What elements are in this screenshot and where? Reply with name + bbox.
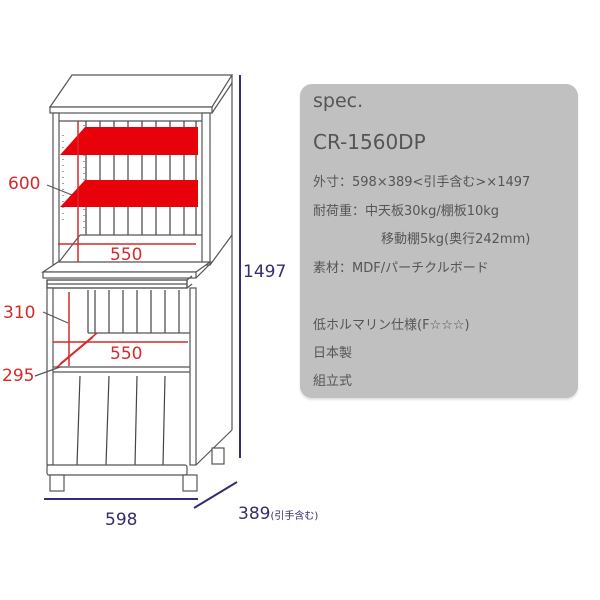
upper-shelf-height-label: 600 bbox=[8, 174, 41, 194]
total-depth-note: (引手含む) bbox=[270, 511, 319, 522]
red-dimension-lines bbox=[53, 121, 196, 369]
spec-heading: spec. bbox=[313, 90, 364, 112]
spec-material: 素材：MDF/パーチクルボード bbox=[313, 261, 489, 276]
highlight-shelves bbox=[60, 127, 198, 207]
spec-made-in-japan: 日本製 bbox=[313, 346, 353, 361]
total-height-label: 1497 bbox=[243, 262, 287, 282]
lower-shelf-height-label: 310 bbox=[3, 303, 36, 323]
upper-inner-width-label: 550 bbox=[110, 245, 143, 265]
spec-assembly: 組立式 bbox=[313, 374, 353, 389]
total-depth-value: 389 bbox=[238, 504, 271, 524]
total-depth-label: 389(引手含む) bbox=[238, 506, 318, 523]
movable-shelf-depth-label: 295 bbox=[2, 366, 35, 386]
spec-load-capacity: 耐荷重：中天板30kg/棚板10kg bbox=[313, 204, 500, 219]
spec-card: spec. CR-1560DP 外寸：598×389<引手含む>×1497 耐荷… bbox=[300, 84, 578, 398]
model-number: CR-1560DP bbox=[313, 130, 426, 154]
total-width-label: 598 bbox=[105, 510, 138, 530]
spec-outer-dimensions: 外寸：598×389<引手含む>×1497 bbox=[313, 175, 531, 190]
lower-inner-width-label: 550 bbox=[110, 344, 143, 364]
spec-movable-shelf-load: 移動棚5kg(奥行242mm) bbox=[381, 232, 531, 247]
purple-dimension-lines bbox=[44, 75, 241, 509]
spec-formaldehyde: 低ホルマリン仕様(F☆☆☆) bbox=[313, 318, 470, 333]
